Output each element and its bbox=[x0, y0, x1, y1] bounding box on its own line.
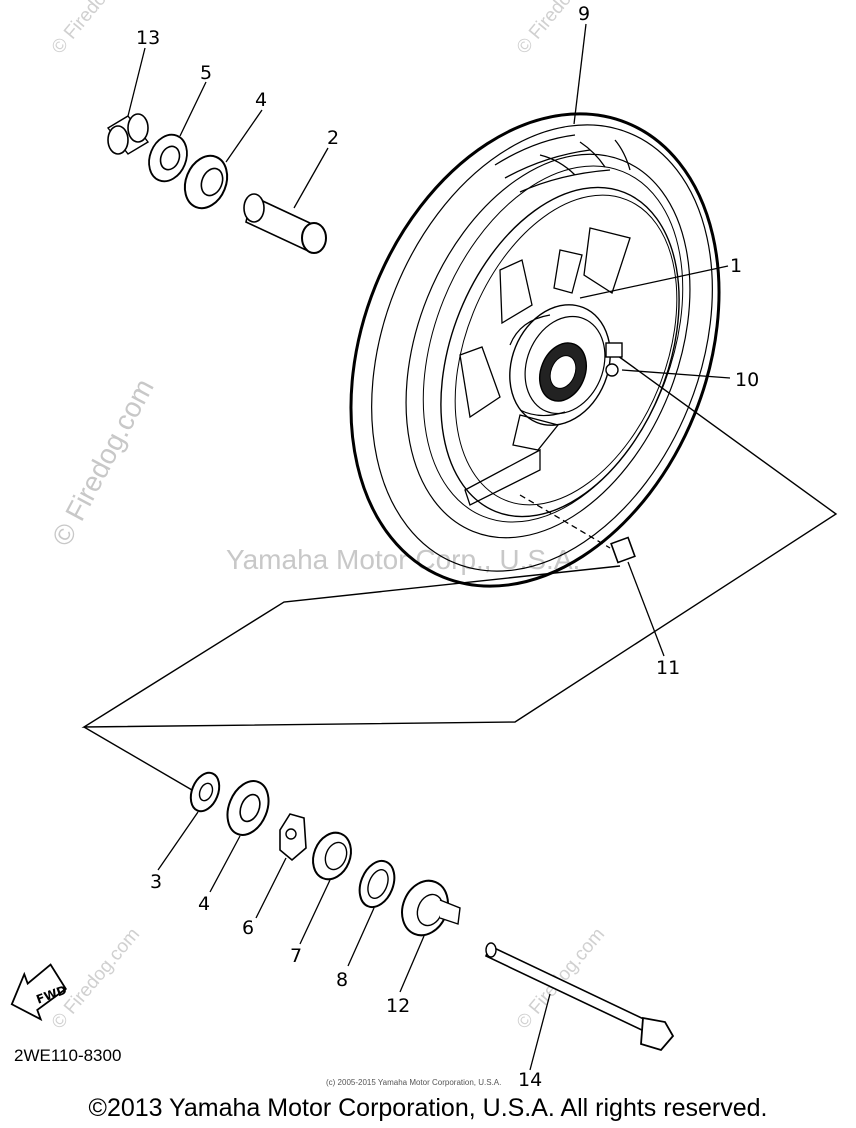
tire bbox=[349, 112, 721, 588]
watermark-bottom-right: © Firedog.com bbox=[513, 924, 609, 1033]
oil-seal-8 bbox=[358, 859, 396, 909]
callout-10: 10 bbox=[735, 369, 759, 391]
oil-seal-3 bbox=[189, 771, 221, 813]
leader-lines bbox=[127, 23, 731, 1071]
spacer-2 bbox=[243, 193, 327, 254]
clutch-retainer-6 bbox=[279, 813, 307, 862]
rim bbox=[440, 186, 680, 518]
callout-5: 5 bbox=[200, 62, 212, 84]
axle-leader-lower bbox=[83, 726, 193, 791]
meter-gear-unit-12 bbox=[401, 879, 461, 937]
callout-8: 8 bbox=[336, 969, 348, 991]
callout-3: 3 bbox=[150, 871, 162, 893]
wheel-axle-14 bbox=[484, 942, 675, 1052]
callout-2: 2 bbox=[327, 127, 339, 149]
callout-13: 13 bbox=[136, 27, 160, 49]
watermark-bottom-left: © Firedog.com bbox=[48, 924, 144, 1033]
callout-4-lower: 4 bbox=[198, 893, 210, 915]
callout-7: 7 bbox=[290, 945, 302, 967]
watermark-left: © Firedog.com bbox=[46, 374, 160, 551]
callout-6: 6 bbox=[242, 917, 254, 939]
callout-12: 12 bbox=[386, 995, 410, 1017]
copyright-notice: ©2013 Yamaha Motor Corporation, U.S.A. A… bbox=[88, 1094, 768, 1122]
callout-11: 11 bbox=[656, 657, 680, 679]
explode-frame bbox=[81, 355, 838, 728]
spoke-windows bbox=[459, 227, 631, 506]
watermark-top-left: © Firedog.com bbox=[48, 0, 144, 58]
small-copyright: (c) 2005-2015 Yamaha Motor Corporation, … bbox=[326, 1078, 502, 1087]
hub bbox=[509, 304, 611, 426]
gear-7 bbox=[312, 831, 352, 881]
wheel-assembly bbox=[349, 112, 721, 588]
bearing-5 bbox=[148, 133, 188, 183]
diagram-code: 2WE110-8300 bbox=[14, 1046, 122, 1065]
callout-labels: 13 5 4 2 9 1 10 11 3 4 6 7 8 12 14 bbox=[136, 3, 759, 1091]
callout-1: 1 bbox=[730, 255, 742, 277]
watermark-yamaha: Yamaha Motor Corp., U.S.A. bbox=[226, 544, 580, 575]
balance-weight bbox=[610, 536, 636, 564]
bearing-4-lower bbox=[226, 780, 270, 836]
bearing-4-upper bbox=[183, 154, 229, 210]
callout-9: 9 bbox=[578, 3, 590, 25]
collar-13 bbox=[106, 113, 150, 155]
callout-14: 14 bbox=[518, 1069, 542, 1091]
watermark-top-right: © Firedog.com bbox=[513, 0, 609, 58]
valve-stem bbox=[605, 342, 623, 377]
callout-4-upper: 4 bbox=[255, 89, 267, 111]
